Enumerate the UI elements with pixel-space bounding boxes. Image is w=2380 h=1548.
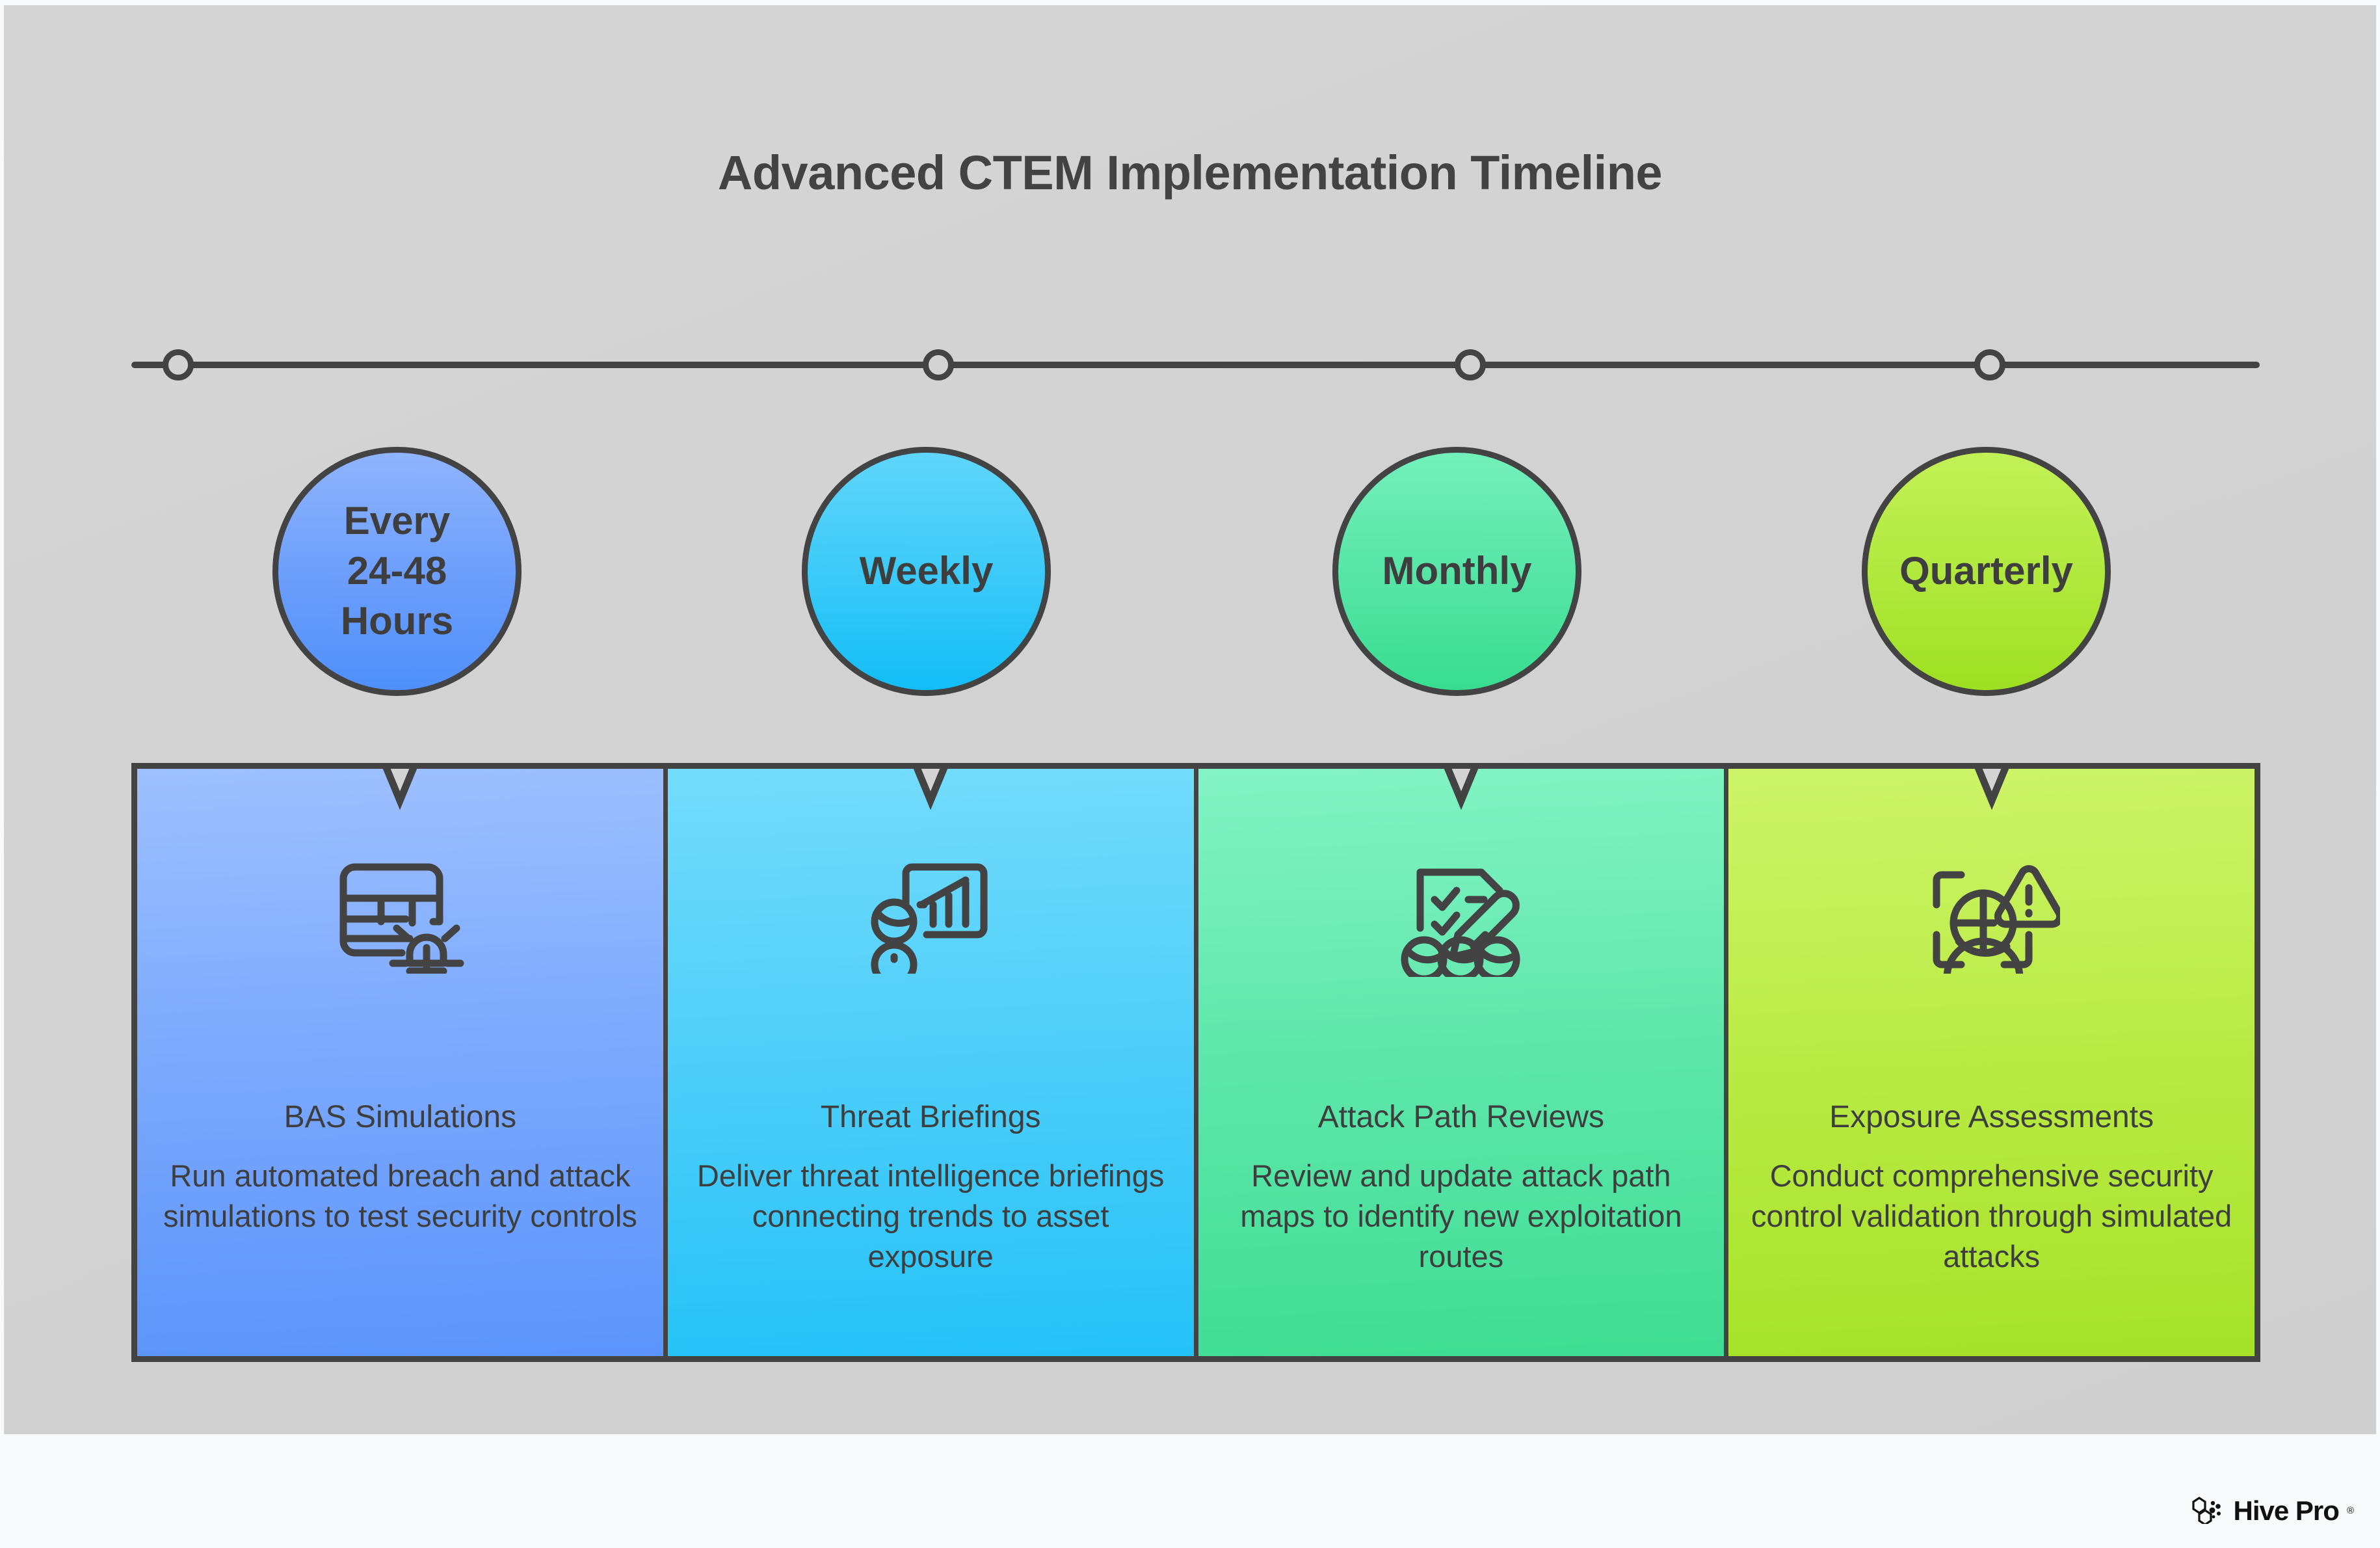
cadence-label-3: Monthly <box>1382 549 1532 593</box>
timeline-axis <box>131 362 2260 368</box>
card-description-4: Conduct comprehensive security control v… <box>1751 1158 2232 1274</box>
brand-footer: Hive Pro ® <box>2191 1494 2354 1527</box>
cadence-circle-2[interactable]: Weekly <box>802 447 1051 696</box>
card-notch-2 <box>889 769 972 811</box>
cadence-label-2: Weekly <box>859 549 994 593</box>
card-title-4: Exposure Assessments <box>1829 1100 2154 1134</box>
card-description-2: Deliver threat intelligence briefings co… <box>696 1158 1165 1274</box>
card-description-1: Run automated breach and attack simulati… <box>163 1158 637 1234</box>
card-title-3: Attack Path Reviews <box>1317 1100 1604 1134</box>
milestone-card-4[interactable]: Exposure Assessments Conduct comprehensi… <box>1728 769 2254 1356</box>
cadence-circle-4[interactable]: Quarterly <box>1862 447 2111 696</box>
checklist-pencil-people-icon <box>1198 850 1725 977</box>
card-title-1: BAS Simulations <box>284 1100 517 1134</box>
milestone-card-1[interactable]: BAS Simulations Run automated breach and… <box>137 769 668 1356</box>
hive-hexagon-logo-icon <box>2191 1494 2227 1527</box>
card-notch-1 <box>358 769 442 811</box>
milestone-card-2[interactable]: Threat Briefings Deliver threat intellig… <box>667 769 1198 1356</box>
card-notch-3 <box>1420 769 1503 811</box>
milestone-card-row: BAS Simulations Run automated breach and… <box>131 763 2260 1362</box>
cadence-circle-3[interactable]: Monthly <box>1332 447 1581 696</box>
table-bug-icon <box>137 850 663 974</box>
brand-name: Hive Pro <box>2233 1495 2340 1526</box>
timeline-marker-3 <box>1455 349 1486 380</box>
milestone-card-3[interactable]: Attack Path Reviews Review and update at… <box>1198 769 1729 1356</box>
timeline-marker-4 <box>1974 349 2005 380</box>
card-description-3: Review and update attack path maps to id… <box>1240 1158 1682 1274</box>
card-notch-4 <box>1950 769 2033 811</box>
presentation-chart-person-icon <box>668 850 1194 974</box>
scan-person-alert-icon <box>1728 850 2254 974</box>
card-title-2: Threat Briefings <box>820 1100 1041 1134</box>
registered-trademark-mark: ® <box>2346 1505 2354 1516</box>
timeline-marker-1 <box>163 349 194 380</box>
diagram-canvas: Advanced CTEM Implementation Timeline Ev… <box>4 5 2376 1434</box>
page-title: Advanced CTEM Implementation Timeline <box>717 146 1663 200</box>
cadence-label-4: Quarterly <box>1899 549 2073 593</box>
timeline-marker-2 <box>923 349 954 380</box>
